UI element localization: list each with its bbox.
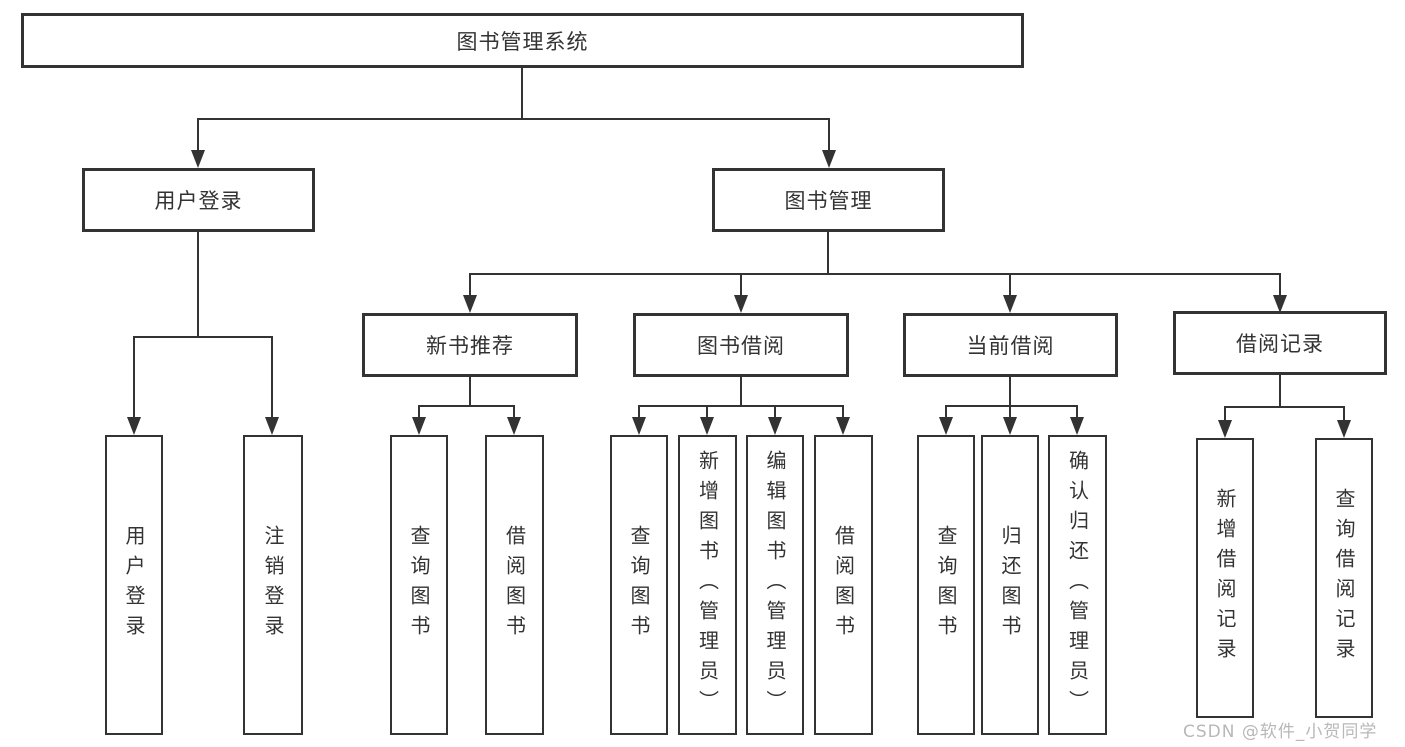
arrowhead-query-books-3	[939, 417, 953, 435]
connector-drop-records	[1279, 273, 1281, 295]
leaf-add-books-admin: 新增图书（管理员）	[678, 435, 737, 735]
leaf-borrow-books-recommend: 借阅图书	[485, 435, 544, 735]
leaf-query-borrow-record: 查询借阅记录	[1315, 438, 1373, 718]
leaf-edit-books-admin-label: 编辑图书（管理员）	[763, 450, 787, 720]
connector-drop-user-login	[197, 118, 199, 152]
leaf-add-borrow-record: 新增借阅记录	[1196, 438, 1254, 718]
arrowhead-records	[1273, 295, 1287, 313]
csdn-watermark: CSDN @软件_小贺同学	[1183, 722, 1378, 742]
connector-drop-current	[1009, 273, 1011, 295]
connector-drop-edit-books	[774, 405, 776, 417]
arrowhead-query-books-1	[412, 417, 426, 435]
connector-drop-query-books-1	[418, 405, 420, 417]
node-system-root: 图书管理系统	[21, 13, 1024, 68]
leaf-confirm-return-admin-label: 确认归还（管理员）	[1065, 450, 1090, 720]
connector-records-trunk	[1279, 375, 1281, 406]
arrowhead-borrow-books-2	[836, 417, 850, 435]
connector-records-branch	[1224, 406, 1345, 408]
connector-root-trunk	[521, 68, 523, 118]
arrowhead-book-management	[822, 150, 836, 168]
leaf-query-borrow-record-label: 查询借阅记录	[1332, 488, 1356, 668]
leaf-return-books: 归还图书	[981, 435, 1039, 735]
arrowhead-query-record	[1337, 420, 1351, 438]
connector-current-branch	[945, 405, 1078, 407]
leaf-add-borrow-record-label: 新增借阅记录	[1213, 488, 1237, 668]
connector-drop-add-books	[706, 405, 708, 417]
arrowhead-borrow	[734, 295, 748, 313]
connector-drop-recommend	[469, 273, 471, 295]
connector-borrow-branch	[638, 405, 844, 407]
leaf-logout-login-label: 注销登录	[261, 525, 285, 645]
leaf-return-books-label: 归还图书	[998, 525, 1022, 645]
leaf-confirm-return-admin: 确认归还（管理员）	[1048, 435, 1107, 735]
leaf-query-books-recommend-label: 查询图书	[407, 525, 431, 645]
connector-level2-branch	[197, 118, 830, 120]
arrowhead-leaf-user-login	[127, 417, 141, 435]
connector-user-login-branch	[133, 336, 272, 338]
leaf-logout-login: 注销登录	[243, 435, 303, 735]
connector-borrow-trunk	[740, 377, 742, 405]
node-new-book-recommend: 新书推荐	[362, 313, 578, 377]
connector-drop-add-record	[1224, 406, 1226, 420]
connector-drop-query-books-3	[945, 405, 947, 417]
arrowhead-recommend	[463, 295, 477, 313]
connector-drop-confirm-return	[1076, 405, 1078, 417]
node-book-borrow-label: 图书借阅	[697, 334, 785, 358]
leaf-query-books-borrow: 查询图书	[610, 435, 668, 735]
leaf-borrow-books-label: 借阅图书	[831, 525, 856, 645]
connector-level3-branch	[469, 273, 1281, 275]
node-book-borrow: 图书借阅	[633, 313, 849, 377]
leaf-query-books-current: 查询图书	[917, 435, 975, 735]
connector-drop-book-management	[828, 118, 830, 152]
connector-drop-return-books	[1009, 405, 1011, 417]
leaf-add-books-admin-label: 新增图书（管理员）	[695, 450, 720, 720]
connector-drop-leaf-logout	[271, 336, 273, 417]
arrowhead-edit-books	[768, 417, 782, 435]
connector-drop-borrow	[740, 273, 742, 295]
arrowhead-leaf-logout	[265, 417, 279, 435]
leaf-borrow-books: 借阅图书	[814, 435, 873, 735]
leaf-borrow-books-recommend-label: 借阅图书	[502, 525, 527, 645]
arrowhead-user-login	[191, 150, 205, 168]
connector-drop-query-record	[1343, 406, 1345, 420]
node-current-borrow: 当前借阅	[903, 313, 1118, 377]
leaf-query-books-current-label: 查询图书	[934, 525, 958, 645]
arrowhead-confirm-return	[1070, 417, 1084, 435]
connector-book-management-trunk	[827, 232, 829, 273]
leaf-user-login-label: 用户登录	[122, 525, 146, 645]
node-system-root-label: 图书管理系统	[456, 29, 589, 54]
arrowhead-current	[1003, 295, 1017, 313]
connector-drop-leaf-user-login	[133, 336, 135, 417]
node-new-book-recommend-label: 新书推荐	[426, 334, 514, 358]
arrowhead-query-books-2	[632, 417, 646, 435]
node-book-management-label: 图书管理	[784, 189, 873, 213]
node-book-management: 图书管理	[712, 168, 945, 232]
arrowhead-borrow-books-1	[507, 417, 521, 435]
leaf-query-books-borrow-label: 查询图书	[627, 525, 651, 645]
connector-drop-borrow-books-1	[513, 405, 515, 417]
connector-recommend-branch	[418, 405, 515, 407]
connector-drop-borrow-books-2	[842, 405, 844, 417]
leaf-user-login: 用户登录	[105, 435, 163, 735]
connector-recommend-trunk	[469, 377, 471, 405]
arrowhead-add-books	[700, 417, 714, 435]
node-current-borrow-label: 当前借阅	[966, 334, 1055, 358]
leaf-query-books-recommend: 查询图书	[390, 435, 448, 735]
node-borrow-records-label: 借阅记录	[1236, 332, 1324, 356]
arrowhead-add-record	[1218, 420, 1232, 438]
connector-drop-query-books-2	[638, 405, 640, 417]
connector-current-trunk	[1009, 377, 1011, 405]
node-user-login-label: 用户登录	[154, 189, 243, 213]
node-borrow-records: 借阅记录	[1173, 311, 1387, 375]
node-user-login: 用户登录	[82, 168, 315, 232]
leaf-edit-books-admin: 编辑图书（管理员）	[746, 435, 804, 735]
arrowhead-return-books	[1003, 417, 1017, 435]
connector-user-login-trunk	[197, 232, 199, 336]
